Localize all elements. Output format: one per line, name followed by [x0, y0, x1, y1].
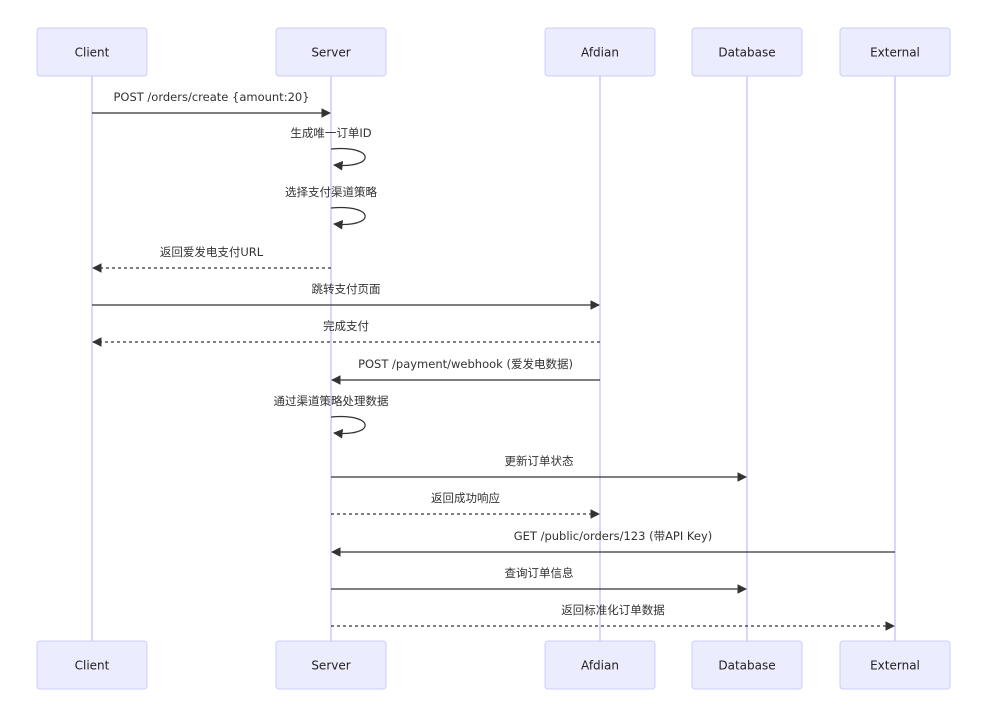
actor-top-database: Database	[691, 27, 803, 77]
actor-label: External	[870, 46, 920, 60]
actor-top-external: External	[839, 27, 951, 77]
message-5: 跳转支付页面	[92, 282, 600, 310]
actor-label: Client	[75, 659, 110, 673]
message-label: 更新订单状态	[505, 454, 574, 468]
actor-top-server: Server	[275, 27, 387, 77]
message-11: GET /public/orders/123 (带API Key)	[331, 529, 895, 557]
message-6: 完成支付	[92, 319, 600, 347]
message-label: 跳转支付页面	[312, 282, 381, 296]
message-4: 返回爱发电支付URL	[92, 245, 331, 273]
message-7: POST /payment/webhook (爱发电数据)	[331, 357, 600, 385]
self-loop-arrow	[330, 147, 366, 171]
message-label: 返回标准化订单数据	[561, 603, 665, 617]
actor-box	[275, 27, 387, 77]
actor-label: Afdian	[581, 659, 619, 673]
actor-box	[544, 640, 656, 690]
actor-box	[691, 640, 803, 690]
actor-box	[839, 27, 951, 77]
message-13: 返回标准化订单数据	[331, 603, 895, 631]
actor-bottom-external: External	[839, 640, 951, 690]
message-label: 完成支付	[323, 319, 369, 333]
actor-box	[839, 640, 951, 690]
actor-label: External	[870, 659, 920, 673]
message-label: 返回爱发电支付URL	[160, 245, 264, 259]
actor-bottom-client: Client	[36, 640, 148, 690]
message-1: POST /orders/create {amount:20}	[92, 90, 331, 118]
actor-bottom-server: Server	[275, 640, 387, 690]
actor-box	[544, 27, 656, 77]
actor-box	[275, 640, 387, 690]
actor-bottom-database: Database	[691, 640, 803, 690]
message-label: 查询订单信息	[505, 566, 574, 580]
self-loop-arrow	[330, 415, 366, 439]
message-label: POST /orders/create {amount:20}	[113, 90, 309, 104]
actor-label: Database	[718, 659, 775, 673]
message-label: GET /public/orders/123 (带API Key)	[514, 529, 713, 543]
message-label: 返回成功响应	[431, 491, 500, 505]
actor-top-client: Client	[36, 27, 148, 77]
message-label: 选择支付渠道策略	[285, 185, 377, 199]
actor-box	[36, 640, 148, 690]
message-10: 返回成功响应	[331, 491, 600, 519]
actor-bottom-afdian: Afdian	[544, 640, 656, 690]
actor-label: Server	[311, 659, 350, 673]
actor-label: Database	[718, 46, 775, 60]
actor-top-afdian: Afdian	[544, 27, 656, 77]
self-loop-arrow	[330, 206, 366, 230]
message-label: 通过渠道策略处理数据	[274, 394, 389, 408]
actor-label: Client	[75, 46, 110, 60]
message-label: POST /payment/webhook (爱发电数据)	[358, 357, 573, 371]
actor-box	[36, 27, 148, 77]
actor-box	[691, 27, 803, 77]
message-label: 生成唯一订单ID	[290, 126, 371, 140]
message-8: 通过渠道策略处理数据	[274, 394, 389, 439]
message-2: 生成唯一订单ID	[290, 126, 372, 171]
message-12: 查询订单信息	[331, 566, 747, 594]
actor-label: Afdian	[581, 46, 619, 60]
actor-label: Server	[311, 46, 350, 60]
message-3: 选择支付渠道策略	[285, 185, 377, 230]
message-9: 更新订单状态	[331, 454, 747, 482]
